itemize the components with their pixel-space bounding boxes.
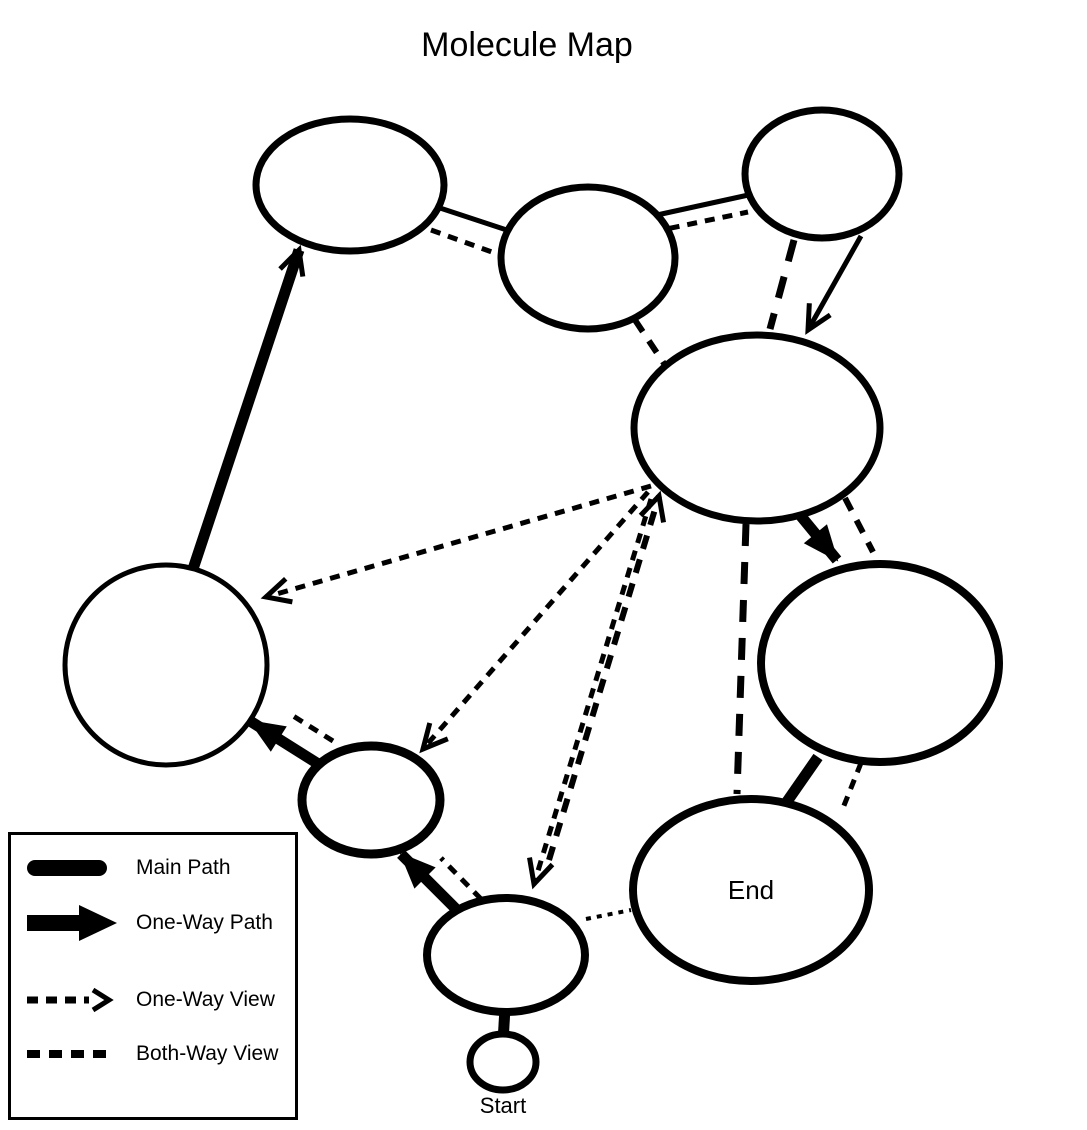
node-left [62, 562, 270, 768]
edge-center-end-view [733, 523, 750, 795]
edge-top-middle-top-right-bond [656, 191, 754, 218]
node-top-left [252, 115, 448, 255]
node-right [757, 560, 1003, 766]
edge-bottom-middle-center-view [546, 490, 667, 861]
legend-item-both-way-view: Both-Way View [23, 1037, 289, 1071]
one-way-view-swatch-icon [27, 987, 114, 1013]
node-start [466, 1030, 540, 1094]
edge-top-left-top-middle-view [430, 227, 504, 259]
edge-right-end-path [781, 753, 823, 807]
node-small-middle [297, 741, 445, 859]
node-end-label: End [728, 875, 774, 905]
edge-top-right-center-view [766, 239, 798, 330]
edge-top-middle-center-view [632, 318, 670, 370]
node-bottom-middle [423, 894, 589, 1016]
edge-bottom-middle-end-view [585, 908, 632, 921]
edge-top-middle-top-right-view [651, 209, 749, 235]
one-way-path-swatch-icon [27, 905, 117, 941]
edge-center-small-middle-view [419, 490, 650, 754]
edges-layer [186, 191, 876, 1043]
edge-small-middle-left-view [288, 711, 335, 744]
node-center [630, 331, 884, 525]
edge-center-bottom-middle-view [527, 498, 654, 890]
edge-left-to-top-left-path [186, 244, 306, 574]
page-title: Molecule Map [421, 26, 633, 64]
legend-item-one-way-view: One-Way View [23, 983, 289, 1017]
edge-center-right-view [842, 496, 876, 554]
legend-label-one-way-path: One-Way Path [136, 911, 273, 934]
edge-top-right-center-path [805, 234, 864, 335]
edge-small-middle-left-path [247, 716, 323, 770]
edge-bottom-middle-small-middle-view [439, 856, 483, 901]
legend-label-main-path: Main Path [136, 856, 231, 879]
legend-item-main-path: Main Path [23, 851, 289, 885]
node-top-right [741, 106, 903, 242]
legend-label-both-way-view: Both-Way View [136, 1042, 279, 1065]
node-top-middle [497, 183, 679, 333]
node-end [629, 795, 873, 985]
both-way-view-swatch-icon [27, 1050, 107, 1058]
legend-item-one-way-path: One-Way Path [23, 901, 289, 945]
edge-right-end-view [840, 762, 864, 809]
legend-box: Main Path One-Way Path One-Way View Both… [8, 832, 298, 1120]
main-path-swatch-icon [27, 860, 107, 876]
edge-top-left-top-middle-bond [439, 205, 517, 236]
edge-bottom-middle-small-middle-path [397, 850, 461, 914]
edge-center-left-view [260, 483, 652, 605]
node-start-label: Start [480, 1093, 526, 1118]
legend-label-one-way-view: One-Way View [136, 988, 275, 1011]
